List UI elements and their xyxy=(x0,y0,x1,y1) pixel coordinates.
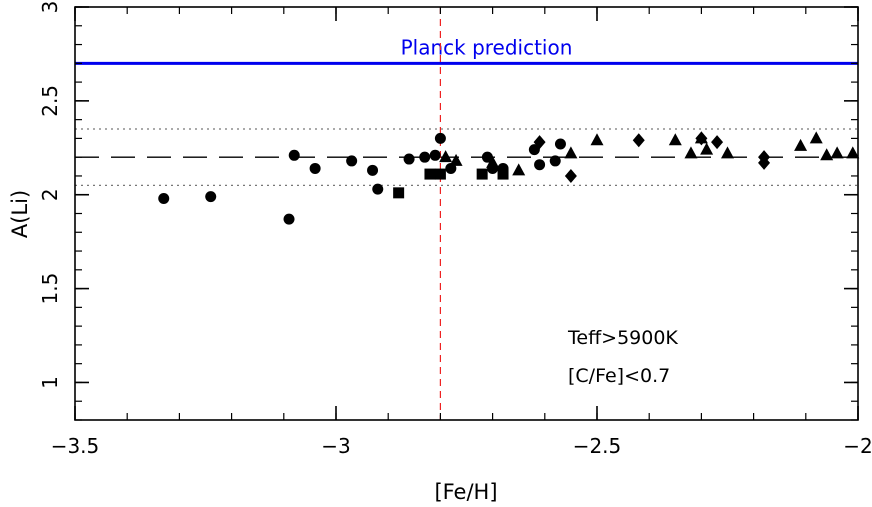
data-point-square xyxy=(434,168,446,180)
data-point-circle xyxy=(528,144,540,156)
data-point-square xyxy=(476,168,488,180)
data-point-triangle xyxy=(439,150,453,163)
data-point-diamond xyxy=(533,135,546,150)
axis-ticks: −3.5 −3 −2.5 −2 1 1.5 2 2.5 3 xyxy=(38,1,872,458)
data-point-triangle xyxy=(684,146,698,159)
data-point-diamond xyxy=(632,133,645,148)
data-point-circle xyxy=(403,153,415,165)
data-point-circle xyxy=(205,191,217,203)
plot-frame xyxy=(74,6,859,421)
data-point-diamond xyxy=(711,135,724,150)
y-tick-label: 3 xyxy=(38,1,62,14)
planck-prediction-label: Planck prediction xyxy=(401,35,573,59)
x-tick-label: −3.5 xyxy=(51,434,100,458)
data-points xyxy=(158,131,860,225)
data-point-square xyxy=(497,168,509,180)
y-tick-label: 2.5 xyxy=(38,85,62,117)
x-tick-label: −2.5 xyxy=(573,434,622,458)
data-point-triangle xyxy=(820,148,834,161)
data-point-circle xyxy=(434,132,446,144)
reference-lines: Planck prediction xyxy=(75,7,858,420)
data-point-triangle xyxy=(830,146,844,159)
data-point-circle xyxy=(419,151,431,163)
x-tick-label: −3 xyxy=(321,434,350,458)
data-point-triangle xyxy=(590,133,604,146)
data-point-circle xyxy=(549,155,561,167)
data-point-circle xyxy=(283,213,295,225)
data-point-circle xyxy=(367,164,379,176)
data-point-circle xyxy=(288,149,300,161)
data-point-diamond xyxy=(695,131,708,146)
data-point-triangle xyxy=(564,146,578,159)
data-point-circle xyxy=(534,159,546,171)
data-point-circle xyxy=(429,149,441,161)
data-point-circle xyxy=(554,138,566,150)
data-point-circle xyxy=(346,155,358,167)
data-point-triangle xyxy=(449,153,463,166)
y-tick-label: 1.5 xyxy=(38,273,62,305)
data-point-diamond xyxy=(564,168,577,183)
data-point-circle xyxy=(158,192,170,204)
data-point-circle xyxy=(372,183,384,195)
data-point-triangle xyxy=(486,155,500,168)
data-point-triangle xyxy=(700,142,714,155)
data-point-square xyxy=(393,187,405,199)
data-point-circle xyxy=(309,162,321,174)
y-tick-label: 1 xyxy=(38,376,62,389)
y-tick-label: 2 xyxy=(38,188,62,201)
data-point-triangle xyxy=(809,131,823,144)
data-point-triangle xyxy=(846,146,860,159)
data-point-diamond xyxy=(758,150,771,165)
y-axis-label: A(Li) xyxy=(8,190,32,238)
data-point-triangle xyxy=(794,138,808,151)
annotation-teff: Teff>5900K xyxy=(567,327,678,349)
annotation-cfe: [C/Fe]<0.7 xyxy=(568,365,670,387)
data-point-triangle xyxy=(721,146,734,159)
x-axis-label: [Fe/H] xyxy=(434,480,497,504)
data-point-triangle xyxy=(668,133,682,146)
data-point-triangle xyxy=(512,163,526,176)
x-tick-label: −2 xyxy=(843,434,872,458)
data-point-circle xyxy=(481,151,493,163)
data-point-square xyxy=(424,168,436,180)
